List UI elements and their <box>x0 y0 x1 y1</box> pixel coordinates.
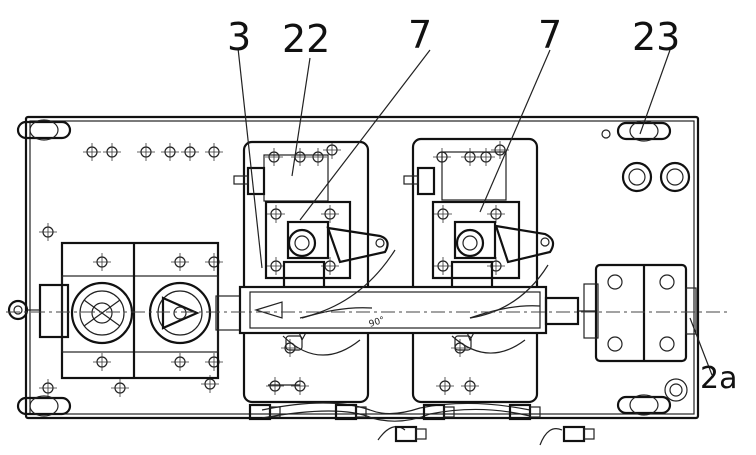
hole-marker <box>103 143 121 161</box>
callout-7-left: 7 <box>408 13 432 57</box>
hose-fitting <box>562 425 595 443</box>
callout-23: 23 <box>632 15 680 59</box>
hole-marker <box>265 148 283 166</box>
rotation-angle-arc: 90° <box>299 249 549 330</box>
left-chuck-assembly <box>7 241 250 380</box>
hole-marker <box>291 148 309 166</box>
handle-top-right <box>601 120 672 142</box>
upper-right-bolts <box>621 161 691 193</box>
hole-marker <box>39 223 57 241</box>
hole-marker <box>309 148 327 166</box>
hose-fitting <box>422 403 455 421</box>
tool-block-left <box>233 140 389 404</box>
hole-marker <box>321 205 339 223</box>
hole-marker <box>171 253 189 271</box>
hole-marker <box>267 205 285 223</box>
callout-2a: 2a <box>700 361 737 396</box>
hole-marker <box>323 141 341 159</box>
callout-labels: 3 22 7 7 23 2a <box>227 13 737 396</box>
hole-marker <box>491 141 509 159</box>
mounting-holes <box>39 141 509 397</box>
right-clamp-block <box>583 263 697 363</box>
hole-marker <box>83 143 101 161</box>
hole-marker <box>137 143 155 161</box>
callout-22: 22 <box>282 17 330 61</box>
hole-marker <box>434 205 452 223</box>
hole-marker <box>171 353 189 371</box>
hole-marker <box>487 205 505 223</box>
hole-marker <box>461 148 479 166</box>
tool-block-right <box>403 137 555 404</box>
bottom-hose-fittings <box>261 402 563 446</box>
hole-marker <box>477 148 495 166</box>
callout-7-right: 7 <box>538 13 562 57</box>
handle-bottom-right <box>616 378 688 416</box>
hole-marker <box>205 143 223 161</box>
angle-label: 90° <box>368 315 386 329</box>
hole-marker <box>487 257 505 275</box>
hole-marker <box>205 253 223 271</box>
hole-marker <box>111 379 129 397</box>
hole-marker <box>161 143 179 161</box>
hose-fitting <box>508 403 541 421</box>
hole-marker <box>461 377 479 395</box>
hole-marker <box>93 353 111 371</box>
callout-leaders <box>237 47 713 376</box>
hole-marker <box>39 379 57 397</box>
hole-marker <box>93 253 111 271</box>
hole-marker <box>181 143 199 161</box>
handle-top-left <box>16 119 72 141</box>
hose-fitting <box>334 403 367 421</box>
hole-marker <box>291 377 309 395</box>
hole-marker <box>205 353 223 371</box>
callout-3: 3 <box>227 15 251 59</box>
hose-fitting <box>248 403 281 421</box>
hole-marker <box>434 257 452 275</box>
handle-bottom-left <box>16 395 72 417</box>
hole-marker <box>266 377 284 395</box>
hole-marker <box>267 257 285 275</box>
hole-marker <box>281 339 299 357</box>
main-shaft <box>238 285 596 335</box>
hose-fittings <box>248 403 595 443</box>
hole-marker <box>436 377 454 395</box>
hose-fitting <box>394 425 427 443</box>
